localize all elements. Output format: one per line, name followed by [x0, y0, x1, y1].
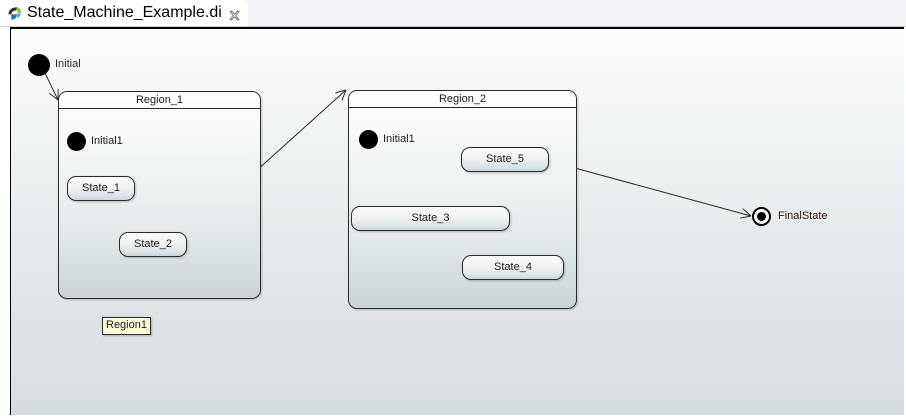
final-state-label: FinalState	[778, 210, 828, 222]
region-1-initial-pseudostate-label: Initial1	[91, 135, 123, 147]
transition-initial-to-region1	[44, 72, 58, 100]
region-1-header: Region_1	[59, 92, 260, 109]
initial-pseudostate-label: Initial	[55, 58, 81, 70]
final-state-node[interactable]	[752, 207, 771, 226]
editor-tab-state-machine-example[interactable]: State_Machine_Example.di	[0, 0, 248, 26]
diagram-canvas[interactable]: Initial Region_1 Initial1 State_1 State_…	[10, 27, 904, 415]
region-name-label[interactable]: Region1	[102, 317, 151, 335]
region-2-header: Region_2	[349, 91, 576, 108]
state-2-label: State_2	[134, 238, 172, 250]
region-2-initial-pseudostate-label: Initial1	[383, 133, 415, 145]
papyrus-diagram-icon	[6, 5, 23, 22]
state-5-label: State_5	[486, 153, 524, 165]
region-2-initial-pseudostate[interactable]	[359, 130, 378, 149]
state-3-label: State_3	[411, 212, 450, 224]
close-icon[interactable]	[228, 8, 240, 21]
region-2-title: Region_2	[438, 92, 487, 105]
state-node-state-5[interactable]: State_5	[461, 147, 549, 172]
state-4-label: State_4	[494, 261, 532, 273]
state-node-state-2[interactable]: State_2	[119, 232, 187, 257]
region-1-frame[interactable]: Region_1	[58, 91, 261, 299]
region-name-label-text: Region1	[106, 319, 147, 331]
state-1-label: State_1	[82, 182, 120, 194]
region-1-initial-pseudostate[interactable]	[67, 132, 86, 151]
editor-tab-label: State_Machine_Example.di	[27, 4, 222, 21]
state-node-state-3[interactable]: State_3	[351, 206, 510, 231]
editor-tab-bar: State_Machine_Example.di	[0, 0, 906, 27]
initial-pseudostate[interactable]	[28, 54, 50, 76]
state-node-state-4[interactable]: State_4	[462, 255, 564, 280]
transition-state5-to-final	[548, 160, 751, 216]
region-1-title: Region_1	[135, 93, 184, 106]
state-node-state-1[interactable]: State_1	[67, 176, 135, 201]
